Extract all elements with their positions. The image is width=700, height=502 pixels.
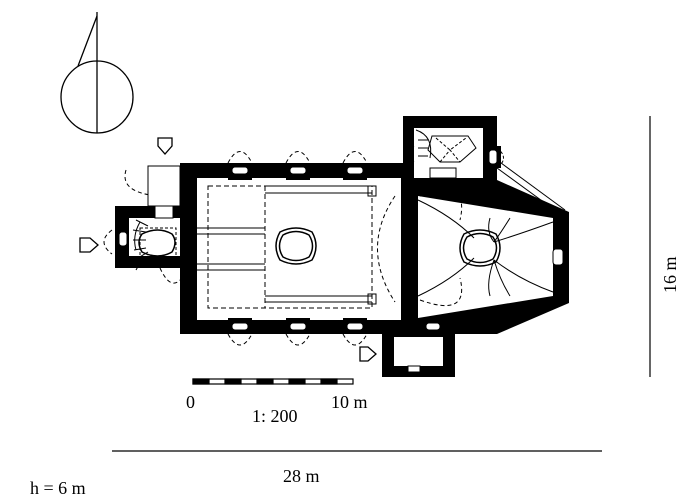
- triumphal-arch-wall: [401, 178, 418, 320]
- gallery-beams: [197, 185, 377, 305]
- scale-start-label: 0: [186, 392, 195, 412]
- chancel-arch-arcs: [377, 190, 462, 307]
- west-tower: [132, 165, 181, 271]
- total-width-label: 16 m: [660, 256, 680, 293]
- total-length-label: 28 m: [283, 466, 320, 486]
- window: [289, 322, 307, 331]
- scale-ratio-label: 1: 200: [252, 406, 298, 426]
- entrance-arrow-north: [157, 137, 173, 155]
- compass-pointer: [77, 15, 98, 67]
- window: [488, 149, 498, 165]
- west-wall: [180, 178, 197, 320]
- nave-rosette: [275, 227, 317, 265]
- tower-splays: [407, 145, 504, 169]
- window: [346, 322, 364, 331]
- entrance-arrow-west: [79, 237, 99, 253]
- window: [231, 166, 249, 175]
- window: [425, 322, 441, 331]
- window: [118, 231, 128, 247]
- scale-bar: [192, 378, 354, 385]
- window: [346, 166, 364, 175]
- window: [552, 248, 564, 266]
- height-label: h = 6 m: [30, 478, 86, 498]
- windows: [118, 149, 564, 331]
- window: [231, 322, 249, 331]
- interior-walls: [180, 178, 418, 320]
- window: [289, 166, 307, 175]
- chancel-rosette: [459, 229, 501, 267]
- scale-end-label: 10 m: [331, 392, 368, 412]
- entrance-markers: [79, 137, 377, 362]
- tower-interior: [415, 129, 477, 179]
- nave-gallery: [207, 185, 373, 309]
- entrance-arrow-south: [359, 346, 377, 362]
- window-splays: [103, 151, 368, 346]
- north-arrow: [60, 12, 134, 134]
- roof-lines: [496, 159, 566, 215]
- lower-annex: [407, 365, 421, 373]
- church-walls: [115, 116, 569, 377]
